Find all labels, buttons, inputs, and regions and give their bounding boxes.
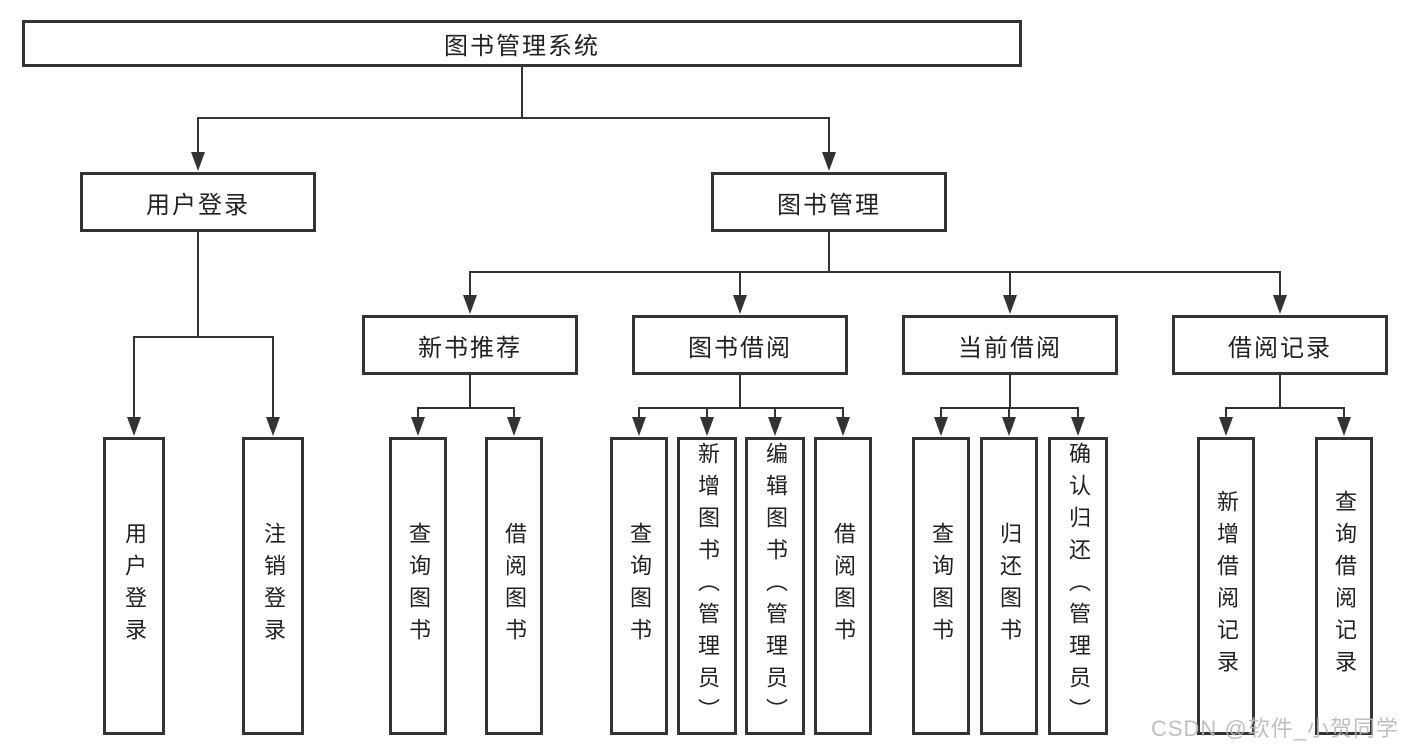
node-current-borrowing: 当前借阅 (902, 315, 1118, 375)
watermark: CSDN @软件_小贺同学 (1150, 716, 1399, 741)
arrowhead-down-icon (411, 417, 425, 436)
leaf-label: 新增图书（管理员） (695, 442, 720, 730)
leaf-label: 注销登录 (261, 522, 286, 650)
leaf-label: 确认归还（管理员） (1066, 442, 1091, 730)
leaf-query-borrow-record: 查询借阅记录 (1315, 437, 1373, 735)
leaf-label: 借阅图书 (831, 522, 856, 650)
arrowhead-down-icon (822, 152, 836, 171)
arrowhead-down-icon (266, 417, 280, 436)
arrowhead-down-icon (1273, 295, 1287, 314)
leaf-add-book-admin: 新增图书（管理员） (677, 437, 737, 735)
arrowhead-down-icon (191, 152, 205, 171)
arrowhead-down-icon (1002, 417, 1016, 436)
arrowhead-down-icon (1003, 295, 1017, 314)
arrowhead-down-icon (632, 417, 646, 436)
leaf-user-login: 用户登录 (103, 437, 165, 735)
node-new-book-recommendation: 新书推荐 (362, 315, 578, 375)
arrowhead-down-icon (836, 417, 850, 436)
arrowhead-down-icon (733, 295, 747, 314)
node-user-login: 用户登录 (80, 172, 316, 232)
arrowhead-down-icon (700, 417, 714, 436)
leaf-label: 查询图书 (406, 522, 431, 650)
leaf-label: 查询借阅记录 (1332, 490, 1357, 682)
arrowhead-down-icon (1337, 417, 1351, 436)
leaf-borrow-books-recommend: 借阅图书 (485, 437, 543, 735)
arrowhead-down-icon (507, 417, 521, 436)
leaf-return-books: 归还图书 (980, 437, 1038, 735)
node-book-management: 图书管理 (711, 172, 947, 232)
arrowhead-down-icon (1071, 417, 1085, 436)
arrowhead-down-icon (463, 295, 477, 314)
leaf-borrow-books-borrow: 借阅图书 (814, 437, 872, 735)
leaf-query-books-current: 查询图书 (912, 437, 970, 735)
node-book-borrowing: 图书借阅 (632, 315, 848, 375)
node-borrowing-records: 借阅记录 (1172, 315, 1388, 375)
arrowhead-down-icon (768, 417, 782, 436)
leaf-query-books-borrow: 查询图书 (610, 437, 668, 735)
leaf-label: 新增借阅记录 (1214, 490, 1239, 682)
node-root: 图书管理系统 (22, 20, 1022, 67)
leaf-label: 编辑图书（管理员） (763, 442, 788, 730)
leaf-label: 用户登录 (122, 522, 147, 650)
leaf-add-borrow-record: 新增借阅记录 (1197, 437, 1255, 735)
leaf-label: 归还图书 (997, 522, 1022, 650)
leaf-label: 借阅图书 (502, 522, 527, 650)
leaf-logout: 注销登录 (242, 437, 304, 735)
arrowhead-down-icon (127, 417, 141, 436)
leaf-label: 查询图书 (627, 522, 652, 650)
arrowhead-down-icon (934, 417, 948, 436)
leaf-label: 查询图书 (929, 522, 954, 650)
arrowhead-down-icon (1219, 417, 1233, 436)
leaf-query-books-recommend: 查询图书 (389, 437, 447, 735)
leaf-confirm-return-admin: 确认归还（管理员） (1048, 437, 1108, 735)
leaf-edit-book-admin: 编辑图书（管理员） (745, 437, 805, 735)
